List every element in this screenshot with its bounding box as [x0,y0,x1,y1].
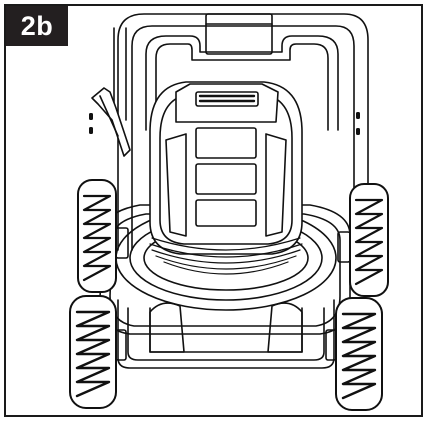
motor-housing [149,81,303,255]
cooling-fins [149,237,303,275]
axle-brackets [115,227,351,361]
wheel-rear-left [77,179,117,293]
wheel-front-left [69,295,117,409]
wheel-front-right [335,297,383,411]
height-lever [91,87,131,157]
figure-label: 2b [6,6,68,46]
handle-frame [117,13,369,251]
front-skirt [117,299,335,369]
wheel-rear-right [349,183,389,297]
bolt-markers [89,112,360,135]
